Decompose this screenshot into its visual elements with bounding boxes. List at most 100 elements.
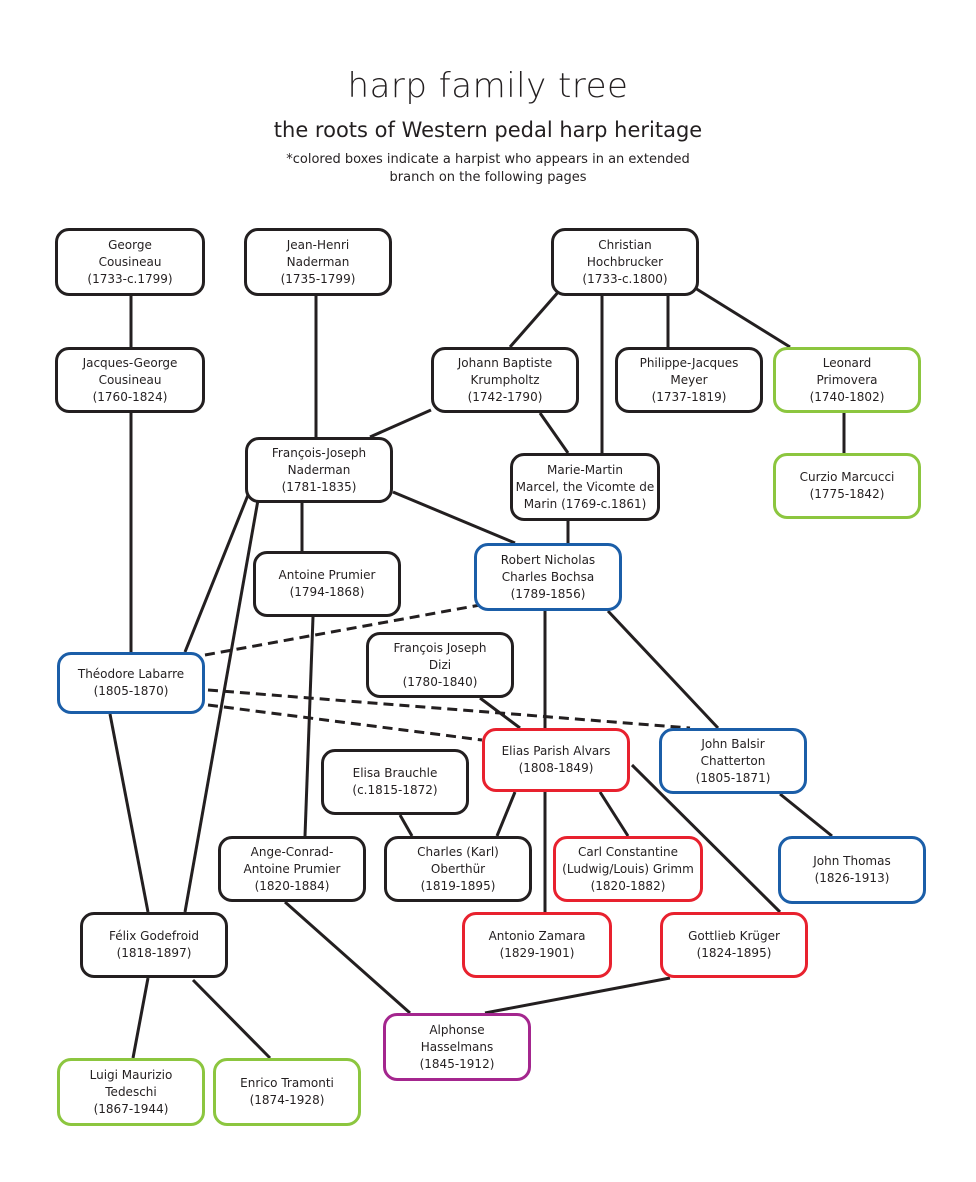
harpist-node-text: (1824-1895) — [696, 946, 772, 960]
edge-naderman_fj-to-labarre — [183, 489, 252, 653]
legend-note-line-2: branch on the following pages — [389, 170, 587, 185]
harpist-node-zamara: Antonio Zamara(1829-1901) — [462, 912, 612, 978]
edge-godefroid-to-tramonti — [191, 978, 272, 1060]
harpist-node-prumier_a: Antoine Prumier (1794-1868) — [253, 551, 401, 617]
harpist-node-text: (1805-1870) — [93, 684, 169, 698]
harpist-node-text: Curzio Marcucci — [799, 470, 895, 484]
harpist-node-text: (1735-1799) — [280, 271, 356, 286]
harpist-node-text: Antonio Zamara — [488, 929, 586, 943]
edge-godefroid-to-tedeschi — [131, 977, 150, 1059]
harpist-node-thomas: John Thomas(1826-1913) — [778, 836, 926, 904]
edge-brauchle-to-oberthur — [398, 814, 414, 837]
edge-krumpholtz-to-naderman_fj — [369, 408, 432, 439]
harpist-node-text: Christian — [598, 237, 652, 252]
harpist-node-text: (1820-1884) — [254, 878, 330, 893]
harpist-node-text: Gottlieb Krüger — [688, 929, 780, 943]
harpist-node-brauchle: Elisa Brauchle (c.1815-1872) — [321, 749, 469, 815]
harpist-node-text: Dizi — [428, 657, 452, 672]
harpist-node-text: Marin (1769-c.1861) — [523, 496, 647, 511]
edge-bochsa-to-chatterton — [606, 609, 720, 730]
harpist-node-kruger: Gottlieb Krüger (1824-1895) — [660, 912, 808, 978]
edge-hochbrucker-to-primovera — [694, 286, 791, 349]
harpist-node-text: (1794-1868) — [289, 585, 365, 599]
harpist-node-godefroid: Félix Godefroid(1818-1897) — [80, 912, 228, 978]
harpist-node-text: (1781-1835) — [281, 479, 357, 494]
harpist-node-text: Johann Baptiste — [457, 355, 553, 370]
edge-naderman_fj-to-bochsa — [392, 490, 516, 545]
diagram-subtitle: the roots of Western pedal harp heritage — [273, 118, 703, 142]
harpist-node-text: Primovera — [816, 372, 878, 387]
harpist-node-text: (1740-1802) — [809, 389, 885, 404]
harpist-node-tramonti: Enrico Tramonti(1874-1928) — [213, 1058, 361, 1126]
harpist-node-text: (1805-1871) — [695, 770, 771, 785]
harpist-node-text: Charles Bochsa — [501, 569, 595, 584]
harpist-node-text: (1820-1882) — [590, 878, 666, 893]
harpist-node-text: Philippe-Jacques — [639, 355, 739, 370]
harpist-node-text: Carl Constantine — [577, 844, 679, 859]
harpist-node-text: Cousineau — [98, 372, 162, 387]
harpist-node-text: Antoine Prumier — [243, 861, 341, 876]
harpist-node-text: (1819-1895) — [420, 878, 496, 893]
harpist-node-text: (1733-c.1799) — [87, 271, 173, 286]
harpist-node-text: Luigi Maurizio — [89, 1067, 173, 1082]
edge-prumier_a-to-prumier_ac — [303, 616, 315, 837]
harpist-node-text: (1867-1944) — [93, 1101, 169, 1116]
harpist-node-text: (1737-1819) — [651, 389, 727, 404]
harpist-node-text: (1789-1856) — [510, 586, 586, 601]
diagram-title: harp family tree — [347, 66, 629, 106]
harpist-node-text: Tedeschi — [105, 1084, 157, 1099]
harpist-node-text: (1760-1824) — [92, 389, 168, 404]
legend-note: *colored boxes indicate a harpist who ap… — [0, 151, 976, 187]
harpist-node-text: George — [108, 237, 152, 252]
harpist-node-text: (1808-1849) — [518, 761, 594, 775]
edge-labarre-to-bochsa — [204, 603, 481, 657]
harpist-node-text: Elisa Brauchle — [352, 766, 438, 780]
harpist-node-text: (1742-1790) — [467, 389, 543, 404]
harpist-node-text: (1780-1840) — [402, 674, 478, 689]
harpist-node-text: (1826-1913) — [814, 871, 890, 885]
harpist-node-text: Marie-Martin — [547, 462, 623, 477]
edge-alvars-to-oberthur — [495, 791, 517, 837]
edge-kruger-to-hasselmans — [484, 976, 671, 1015]
harpist-node-alvars: Elias Parish Alvars(1808-1849) — [482, 728, 630, 792]
edge-alvars-to-grimm — [598, 791, 630, 837]
harpist-node-text: Alphonse — [429, 1022, 485, 1037]
harpist-node-grimm: Carl Constantine (Ludwig/Louis) Grimm (182… — [553, 836, 703, 902]
harpist-node-marcucci: Curzio Marcucci (1775-1842) — [773, 453, 921, 519]
harpist-node-text: Hochbrucker — [586, 254, 664, 269]
edge-alvars-to-kruger — [630, 763, 782, 914]
harpist-node-text: Cousineau — [98, 254, 162, 269]
harpist-node-text: (1845-1912) — [419, 1056, 495, 1071]
harpist-node-text: Chatterton — [700, 753, 766, 768]
harpist-node-text: Félix Godefroid — [108, 929, 200, 943]
harpist-node-text: François Joseph — [393, 640, 487, 655]
harpist-node-text: Krumpholtz — [470, 372, 540, 387]
harpist-node-text: Jean-Henri — [286, 237, 350, 252]
harpist-node-text: Antoine Prumier — [278, 568, 376, 582]
harpist-node-text: Robert Nicholas — [500, 552, 596, 567]
harpist-node-text: (Ludwig/Louis) Grimm — [562, 861, 694, 876]
harpist-node-text: Théodore Labarre — [77, 667, 185, 681]
legend-note-line-1: *colored boxes indicate a harpist who ap… — [286, 152, 690, 167]
harpist-node-text: (c.1815-1872) — [352, 783, 438, 797]
edge-hochbrucker-to-krumpholtz — [508, 289, 562, 348]
harpist-node-text: (1775-1842) — [809, 487, 885, 501]
edge-labarre-to-alvars — [207, 703, 483, 742]
harpist-node-text: Naderman — [286, 254, 350, 269]
harpist-node-text: (1874-1928) — [249, 1093, 325, 1107]
edge-krumpholtz-to-marcel — [538, 412, 570, 454]
